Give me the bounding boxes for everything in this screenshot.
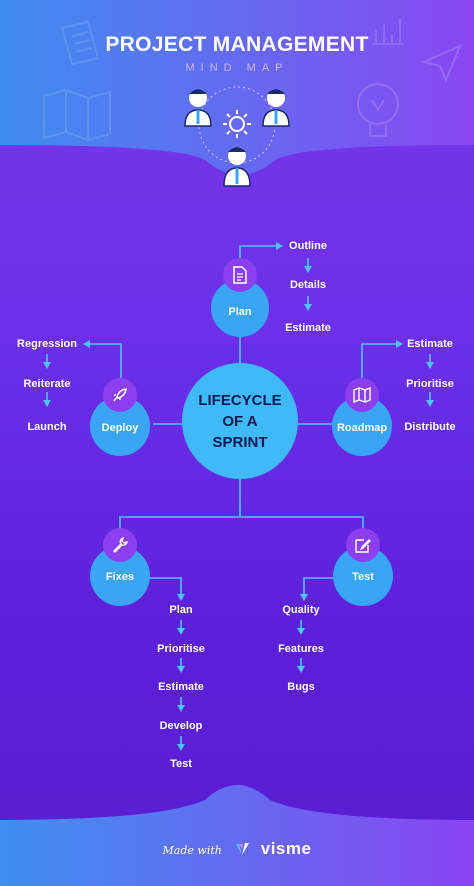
fixes-step: Plan — [169, 604, 193, 616]
plan-step: Estimate — [285, 322, 331, 334]
rocket-icon — [103, 378, 137, 412]
person-icon — [262, 89, 290, 127]
roadmap-step: Prioritise — [406, 378, 454, 390]
visme-logo-icon — [236, 843, 250, 855]
wrench-icon — [103, 528, 137, 562]
center-line: OF A — [222, 412, 258, 430]
fixes-step: Develop — [159, 720, 203, 732]
chart-icon — [372, 18, 404, 45]
fixes-step: Prioritise — [157, 643, 205, 655]
map-icon — [345, 378, 379, 412]
test-label: Test — [352, 571, 374, 583]
deploy-label: Deploy — [101, 422, 139, 434]
roadmap-step: Estimate — [407, 338, 453, 350]
roadmap-step: Distribute — [404, 421, 456, 433]
center-line: LIFECYCLE — [198, 391, 282, 409]
deploy-step: Launch — [27, 421, 67, 433]
arrowheads — [43, 242, 434, 751]
test-step: Bugs — [287, 681, 315, 693]
page-subtitle: MIND MAP — [185, 62, 289, 74]
footer: Made with visme — [0, 839, 474, 859]
center-line: SPRINT — [212, 433, 268, 451]
team-illustration — [184, 86, 290, 187]
edit-icon — [346, 528, 380, 562]
fixes-label: Fixes — [105, 571, 135, 583]
footer-band — [0, 785, 474, 886]
header-band — [0, 0, 474, 175]
roadmap-node: Roadmap — [332, 396, 392, 456]
deploy-step: Regression — [17, 338, 77, 350]
fixes-step: Estimate — [158, 681, 204, 693]
test-step: Features — [278, 643, 324, 655]
roadmap-label: Roadmap — [336, 422, 388, 434]
fixes-step: Test — [170, 758, 192, 770]
page-title: PROJECT MANAGEMENT — [105, 33, 369, 56]
made-with-text: Made with — [162, 844, 222, 857]
fixes-node: Fixes — [90, 546, 150, 606]
brand-name: visme — [260, 839, 312, 858]
center-node: LIFECYCLE OF A SPRINT — [182, 363, 298, 479]
deploy-step: Reiterate — [23, 378, 71, 390]
send-icon — [420, 44, 462, 83]
plan-step: Outline — [289, 240, 327, 252]
lightbulb-icon — [357, 83, 399, 137]
test-node: Test — [333, 546, 393, 606]
plan-step: Details — [289, 279, 327, 291]
person-icon — [184, 89, 212, 127]
gear-icon — [223, 110, 251, 138]
document-icon — [60, 20, 100, 66]
document-icon — [223, 258, 257, 292]
map-icon — [43, 88, 111, 142]
person-icon — [223, 147, 251, 187]
plan-label: Plan — [228, 306, 252, 318]
test-step: Quality — [282, 604, 320, 616]
